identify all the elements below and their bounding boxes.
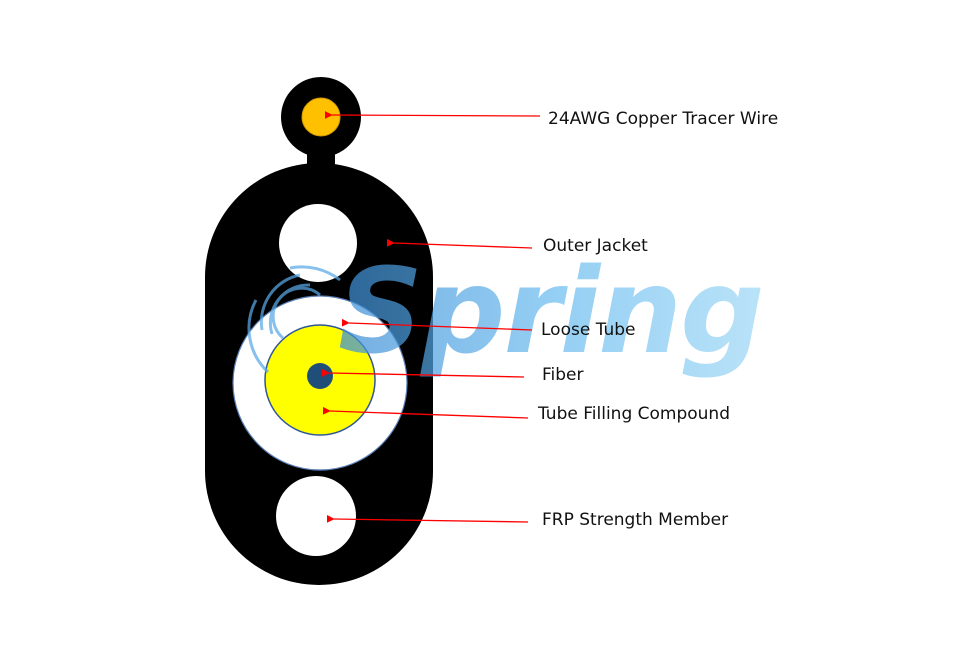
callout-arrows — [321, 111, 541, 523]
label-filling-compound: Tube Filling Compound — [537, 404, 730, 424]
copper-tracer-wire — [301, 97, 341, 137]
arrow-fiber — [321, 368, 525, 378]
watermark-text: Spring — [338, 242, 763, 380]
arrow-outer-jacket — [386, 238, 533, 249]
label-tracer-wire: 24AWG Copper Tracer Wire — [548, 109, 778, 129]
label-frp-member: FRP Strength Member — [542, 510, 728, 530]
spring-watermark-logo: Spring — [247, 242, 765, 380]
arrow-frp-member — [326, 514, 529, 523]
label-outer-jacket: Outer Jacket — [543, 236, 648, 256]
label-loose-tube: Loose Tube — [541, 320, 636, 340]
globe-icon — [247, 265, 341, 374]
optical-fiber — [307, 363, 333, 389]
label-fiber: Fiber — [542, 365, 584, 385]
arrow-tracer-wire — [324, 111, 541, 119]
arrow-filling-compound — [322, 406, 529, 419]
frp-strength-member-top — [279, 204, 357, 282]
arrow-loose-tube — [341, 318, 533, 331]
frp-strength-member-bottom — [276, 476, 356, 556]
